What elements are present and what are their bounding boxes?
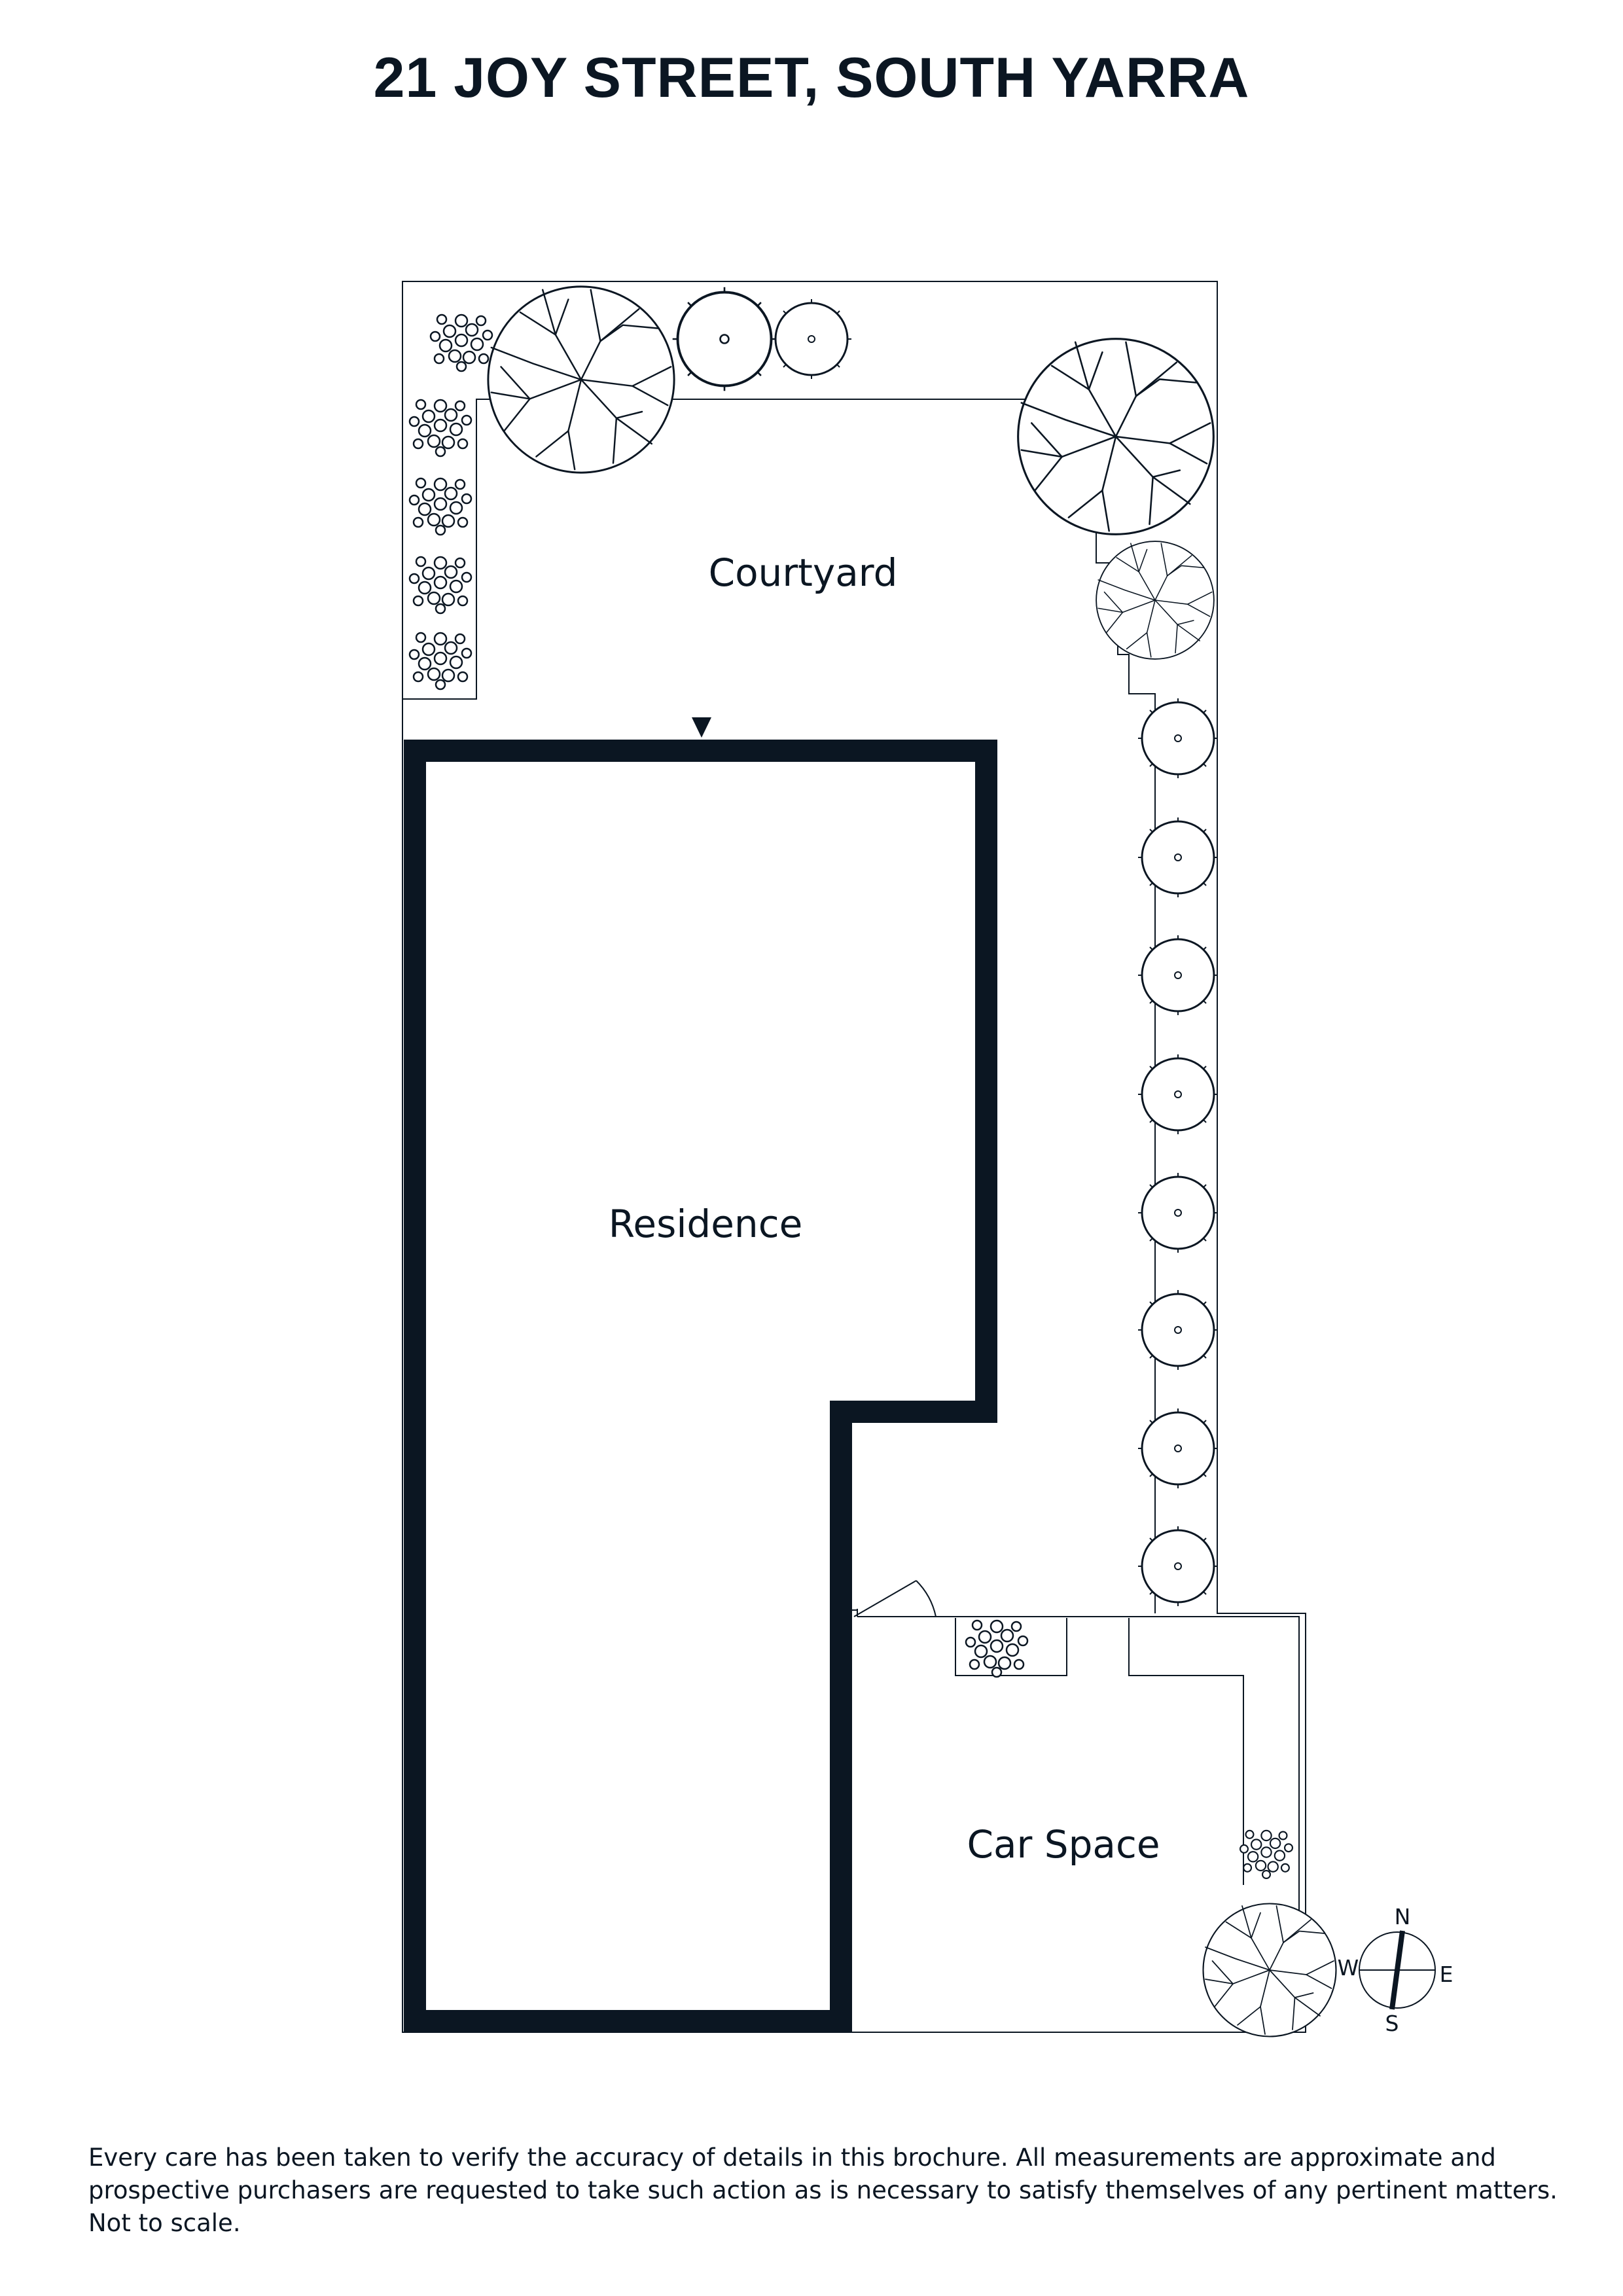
tree-icon (1137, 1172, 1219, 1254)
compass-west-label: W (1338, 1955, 1359, 1981)
car-space-planter-right (1128, 1618, 1244, 1885)
tree-icon (1137, 1053, 1219, 1136)
car-space-door (853, 1580, 936, 1617)
entry-arrow-icon (692, 717, 711, 738)
disclaimer: Every care has been taken to verify the … (88, 2144, 1558, 2237)
tree-icon (1137, 1289, 1219, 1371)
compass-icon: N E S W (1338, 1904, 1454, 2036)
tree-icon (1137, 697, 1219, 780)
shrub-icon (408, 399, 473, 457)
room-label-residence: Residence (609, 1202, 803, 1246)
compass-north-label: N (1395, 1904, 1411, 1929)
room-label-car-space: Car Space (967, 1822, 1160, 1867)
tree-icon (1137, 1525, 1219, 1607)
shrub-icon (408, 556, 473, 615)
page-title: 21 JOY STREET, SOUTH YARRA (373, 46, 1250, 109)
tree-icon (1137, 816, 1219, 899)
residence-walls (404, 740, 997, 2032)
shrub-icon (408, 632, 473, 691)
shrub-icon (1239, 1829, 1294, 1880)
site-boundary (402, 281, 1306, 2033)
courtyard-planter (402, 281, 1156, 1613)
compass-east-label: E (1440, 1962, 1454, 1987)
shrub-icon (965, 1619, 1029, 1678)
car-space-planter-left (955, 1618, 1067, 1676)
compass-south-label: S (1385, 2011, 1399, 2036)
tree-icon (1137, 1407, 1219, 1490)
room-label-courtyard: Courtyard (709, 550, 898, 595)
tree-icon (671, 285, 778, 393)
tree-icon (1202, 1903, 1337, 2037)
shrub-icon (408, 477, 473, 536)
tree-icon (1096, 541, 1215, 660)
shrub-icon (429, 314, 493, 372)
tree-icon (770, 298, 853, 380)
tree-icon (1137, 934, 1219, 1016)
tree-icon (487, 285, 675, 474)
tree-icon (1017, 338, 1215, 535)
